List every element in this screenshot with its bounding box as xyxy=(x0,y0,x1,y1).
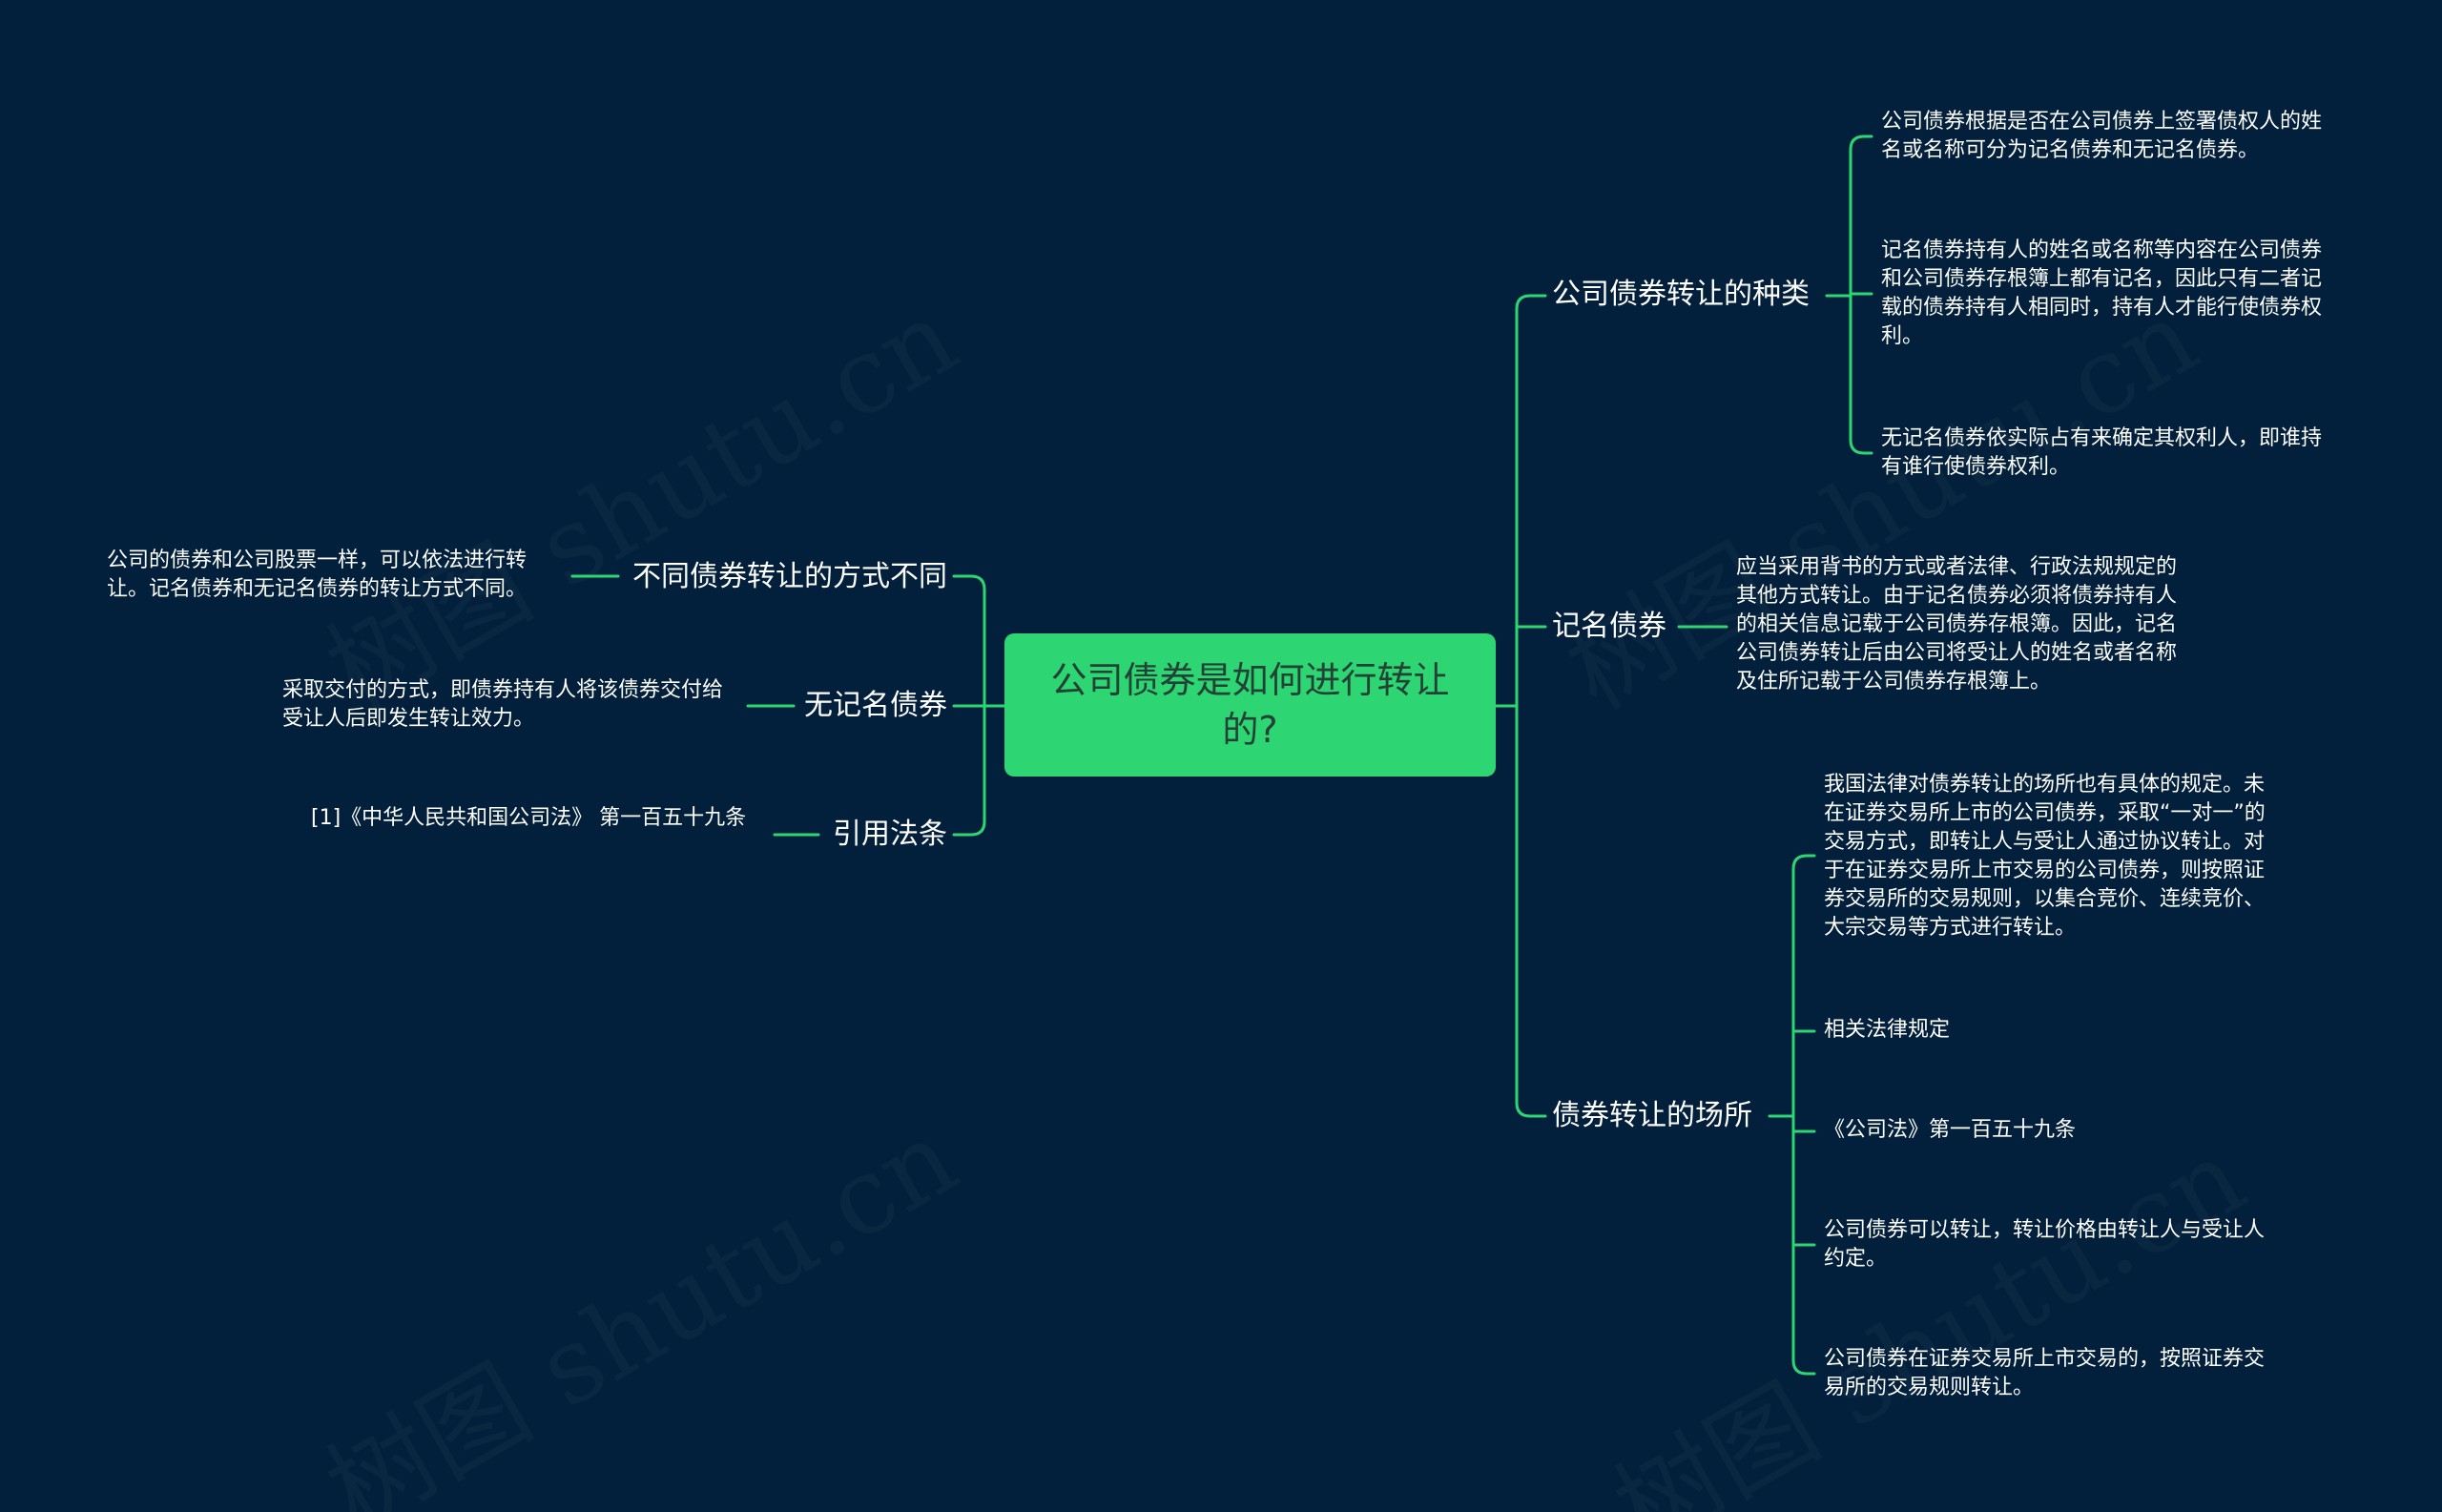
leaf-text: 公司债券根据是否在公司债券上签署债权人的姓名或名称可分为记名债券和无记名债券。 xyxy=(1881,110,2323,162)
leaf-text: 记名债券持有人的姓名或名称等内容在公司债券和公司债券存根簿上都有记名，因此只有二… xyxy=(1881,238,2323,348)
leaf-text: 公司债券在证券交易所上市交易的，按照证券交易所的交易规则转让。 xyxy=(1824,1347,2266,1399)
root-topic[interactable]: 公司债券是如何进行转让的? xyxy=(1004,633,1496,777)
leaf-text: 应当采用背书的方式或者法律、行政法规规定的其他方式转让。由于记名债券必须将债券持… xyxy=(1736,555,2178,694)
leaf-text: [1]《中华人民共和国公司法》 第一百五十九条 xyxy=(311,806,747,830)
leaf-text: 无记名债券依实际占有来确定其权利人，即谁持有谁行使债券权利。 xyxy=(1881,426,2323,479)
branch-different-transfer-methods[interactable]: 不同债券转让的方式不同 xyxy=(632,560,947,593)
leaf-text: 公司的债券和公司股票一样，可以依法进行转让。记名债券和无记名债券的转让方式不同。 xyxy=(107,549,528,601)
branch-cited-law[interactable]: 引用法条 xyxy=(833,818,947,851)
root-topic-label: 公司债券是如何进行转让的? xyxy=(1050,659,1450,751)
branch-transfer-venue[interactable]: 债券转让的场所 xyxy=(1552,1099,1752,1132)
branch-bond-transfer-types[interactable]: 公司债券转让的种类 xyxy=(1552,278,1810,311)
leaf-text: 公司债券可以转让，转让价格由转让人与受让人约定。 xyxy=(1824,1218,2266,1271)
branch-venue-connector-spine xyxy=(1791,854,1809,1376)
leaf-text: 采取交付的方式，即债券持有人将该债券交付给受让人后即发生转让效力。 xyxy=(282,678,724,731)
leaf-text: 相关法律规定 xyxy=(1824,1018,1951,1042)
root-right-connector-spine xyxy=(1515,294,1532,1118)
leaf-text: 我国法律对债券转让的场所也有具体的规定。未在证券交易所上市的公司债券，采取“一对… xyxy=(1824,773,2266,940)
leaf-text: 《公司法》第一百五十九条 xyxy=(1824,1118,2077,1142)
branch-registered-bonds[interactable]: 记名债券 xyxy=(1552,610,1666,643)
branch-bearer-bonds[interactable]: 无记名债券 xyxy=(804,689,947,722)
